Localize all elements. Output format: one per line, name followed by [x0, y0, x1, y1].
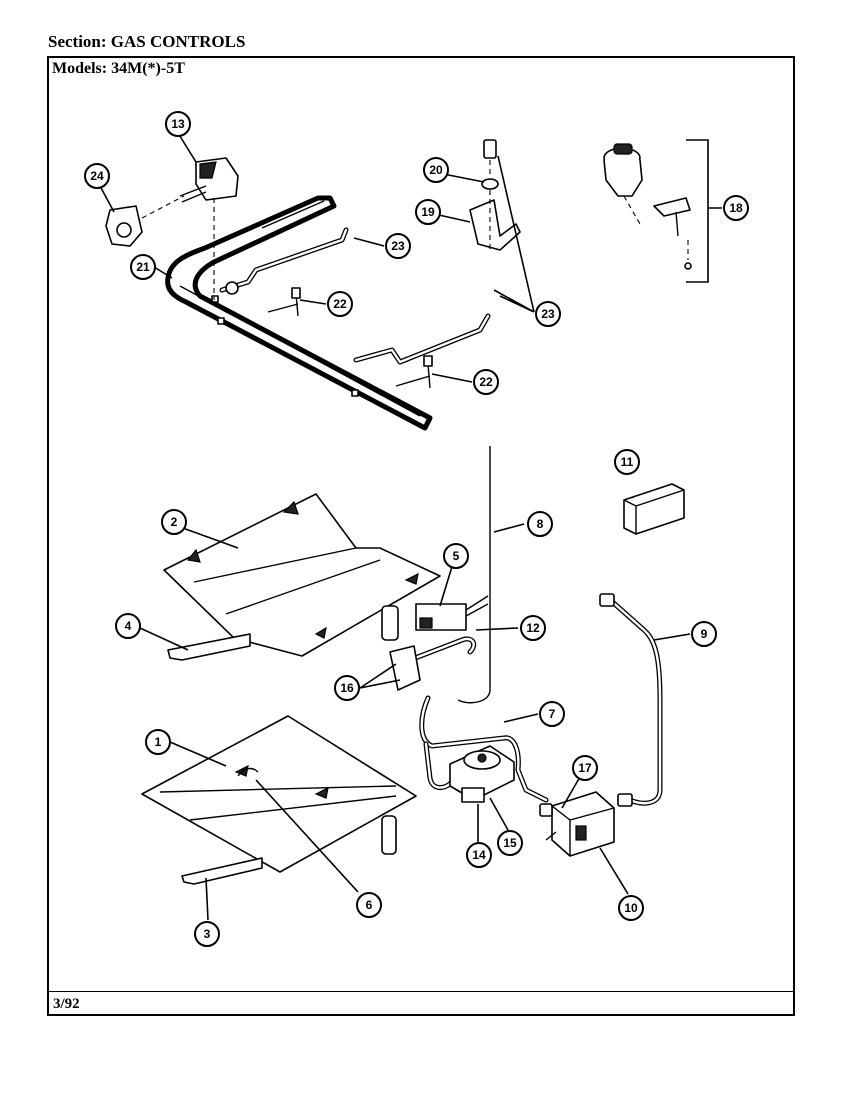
- callout-23-lower: 23: [535, 301, 561, 327]
- callout-20: 20: [423, 157, 449, 183]
- callout-6-label: 6: [366, 898, 373, 912]
- models-value: 34M(*)-5T: [111, 60, 185, 77]
- callout-21: 21: [130, 254, 156, 280]
- models-label: Models:: [52, 60, 108, 77]
- callout-9: 9: [691, 621, 717, 647]
- callout-19: 19: [415, 199, 441, 225]
- callout-2: 2: [161, 509, 187, 535]
- thermostat-bracket-19-20: [469, 139, 521, 252]
- callout-24: 24: [84, 163, 110, 189]
- callout-24-label: 24: [90, 169, 104, 183]
- orifice-hood-tubes-23: [219, 227, 491, 365]
- orifice-spuds-22: [267, 287, 433, 389]
- callout-11: 11: [614, 449, 640, 475]
- broil-bracket-3: [181, 857, 263, 885]
- callout-3-label: 3: [204, 927, 211, 941]
- callout-12-label: 12: [526, 621, 540, 635]
- callout-7: 7: [539, 701, 565, 727]
- burner-valve-13: [179, 157, 239, 300]
- callout-9-label: 9: [701, 627, 708, 641]
- callout-14-label: 14: [472, 848, 486, 862]
- revision-date: 3/92: [53, 996, 80, 1012]
- callout-11-label: 11: [621, 455, 634, 469]
- oven-burner-baffle-2: [163, 493, 441, 657]
- callout-1: 1: [145, 729, 171, 755]
- callout-21-label: 21: [136, 260, 150, 274]
- callout-22-upper-label: 22: [333, 297, 347, 311]
- callout-7-label: 7: [549, 707, 556, 721]
- section-label: Section:: [48, 32, 107, 51]
- callout-16-label: 16: [340, 681, 354, 695]
- callout-5: 5: [443, 543, 469, 569]
- callout-8-label: 8: [537, 517, 544, 531]
- callout-10-label: 10: [624, 901, 638, 915]
- flex-gas-tube-9: [599, 593, 663, 807]
- callout-18-label: 18: [729, 201, 743, 215]
- callout-23-upper: 23: [385, 233, 411, 259]
- callout-23-upper-label: 23: [391, 239, 405, 253]
- models-title: Models: 34M(*)-5T: [52, 60, 185, 78]
- callout-15-label: 15: [503, 836, 517, 850]
- callout-2-label: 2: [171, 515, 178, 529]
- callout-17-label: 17: [578, 761, 592, 775]
- leader-lines: [99, 132, 691, 921]
- callout-15: 15: [497, 830, 523, 856]
- section-title: Section: GAS CONTROLS: [48, 32, 245, 52]
- diagram-frame: Models: 34M(*)-5T 3/92: [47, 56, 795, 1016]
- callout-12: 12: [520, 615, 546, 641]
- safety-valve-10: [539, 791, 615, 857]
- oven-igniter-5: [415, 595, 489, 631]
- callout-20-label: 20: [429, 163, 443, 177]
- callout-4-label: 4: [125, 619, 132, 633]
- callout-14: 14: [466, 842, 492, 868]
- callout-22-lower-label: 22: [479, 375, 493, 389]
- callout-17: 17: [572, 755, 598, 781]
- callout-16: 16: [334, 675, 360, 701]
- spark-module-11: [623, 483, 685, 535]
- callout-13-label: 13: [171, 117, 185, 131]
- callout-23-lower-label: 23: [541, 307, 555, 321]
- broil-burner-baffle-1: [141, 715, 417, 873]
- thermocouple-tube-8: [457, 446, 491, 704]
- callout-1-label: 1: [155, 735, 162, 749]
- section-value: GAS CONTROLS: [110, 32, 246, 51]
- callout-22-lower: 22: [473, 369, 499, 395]
- callout-22-upper: 22: [327, 291, 353, 317]
- burner-bracket-4: [167, 605, 399, 661]
- oven-thermostat-14-15: [449, 745, 515, 803]
- callout-10: 10: [618, 895, 644, 921]
- callout-13: 13: [165, 111, 191, 137]
- footer-divider: [49, 991, 793, 992]
- oven-burner-tube-16: [389, 636, 477, 691]
- callout-8: 8: [527, 511, 553, 537]
- manifold-pipe: [165, 195, 433, 431]
- callout-6: 6: [356, 892, 382, 918]
- control-knob-24: [105, 195, 185, 247]
- callout-3: 3: [194, 921, 220, 947]
- callout-19-label: 19: [421, 205, 435, 219]
- pressure-regulator-18: [603, 139, 722, 283]
- callout-4: 4: [115, 613, 141, 639]
- callout-18: 18: [723, 195, 749, 221]
- callout-5-label: 5: [453, 549, 460, 563]
